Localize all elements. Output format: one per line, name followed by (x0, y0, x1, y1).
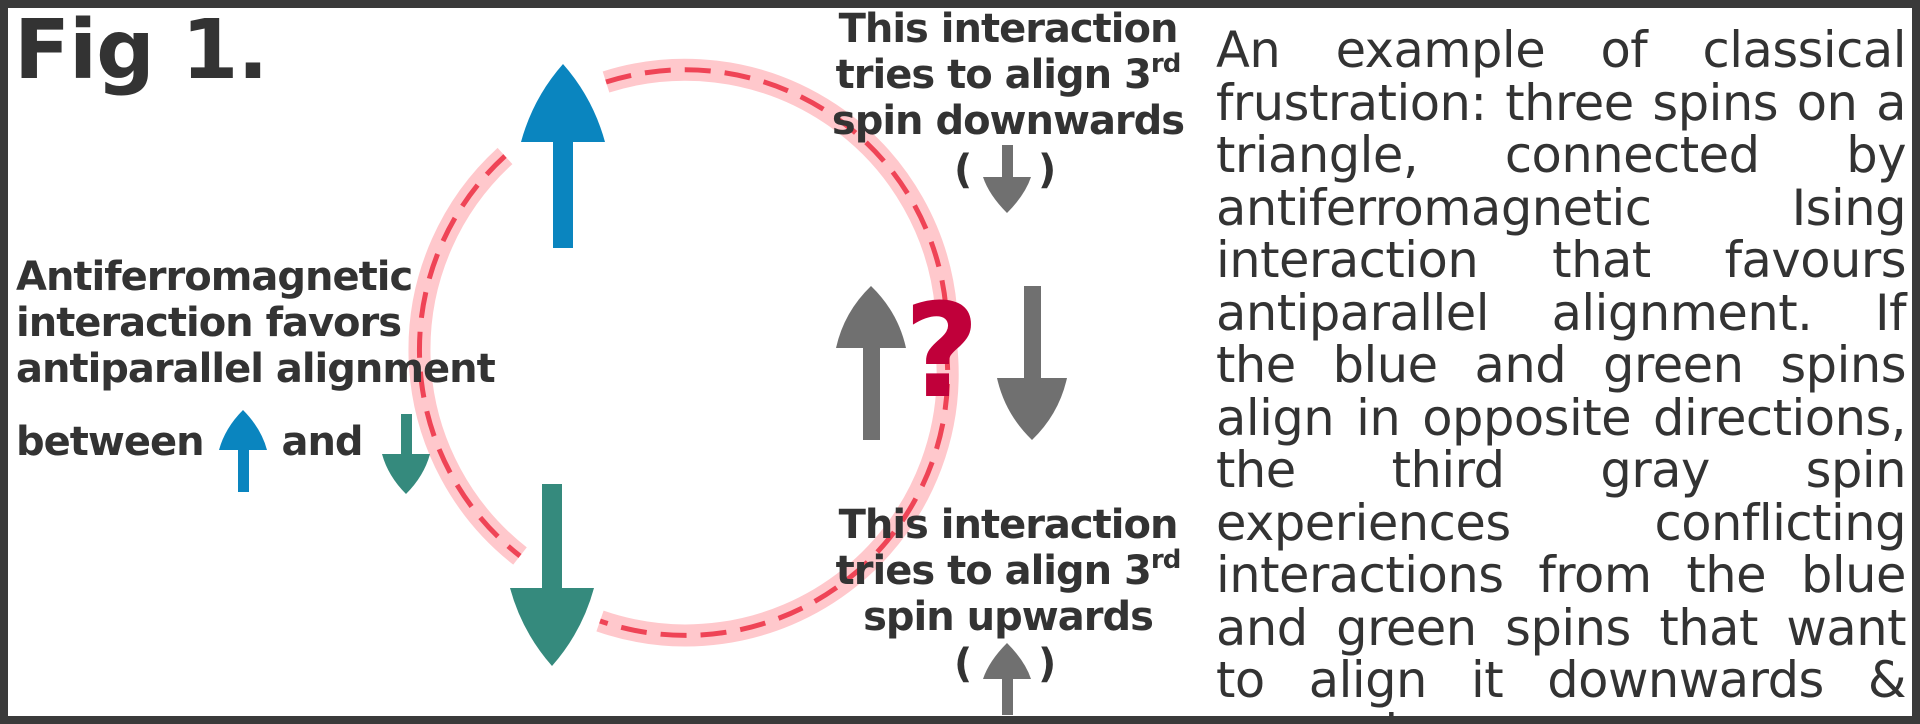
label-text: tries to align 3 (835, 548, 1152, 594)
label-line: tries to align 3rd (808, 545, 1208, 594)
gray-up-arrow-icon (983, 643, 1031, 715)
question-mark: ? (904, 275, 980, 427)
label-line: antiparallel alignment (16, 346, 496, 392)
upward-interaction-label: This interaction tries to align 3rd spin… (808, 502, 1208, 640)
label-line: interaction favors (16, 300, 402, 346)
label-word-between: between (16, 419, 205, 465)
label-line: tries to align 3rd (808, 49, 1208, 98)
ring-dashes-lower (599, 343, 951, 638)
label-line: Antiferromagnetic (16, 254, 413, 300)
gray-spin-down-arrow-icon (997, 286, 1067, 440)
close-paren: ) (1038, 147, 1057, 193)
downward-arrow-parenthetical: ( ) (938, 145, 1078, 213)
blue-spin-up-arrow-icon (521, 64, 605, 248)
figure-frame: ? Fig 1. Antiferromagnetic interaction f… (8, 8, 1912, 716)
label-text: tries to align 3 (835, 52, 1152, 98)
downward-interaction-label: This interaction tries to align 3rd spin… (808, 8, 1208, 144)
label-line: spin downwards (831, 98, 1185, 144)
gray-spin-up-arrow-icon (836, 286, 906, 440)
ring-arc-upper (602, 58, 957, 310)
green-down-arrow-icon (381, 414, 430, 494)
label-line: between and (16, 392, 576, 496)
gray-down-arrow-icon (983, 145, 1031, 213)
frustration-diagram (408, 58, 1067, 666)
figure-description: An example of classical frustration: thr… (1216, 21, 1907, 716)
label-line: spin upwards (863, 594, 1154, 640)
antiferromagnetic-label: Antiferromagnetic interaction favors ant… (16, 254, 576, 496)
open-paren: ( (954, 641, 973, 687)
label-word-and: and (281, 419, 363, 465)
upward-arrow-parenthetical: ( ) (938, 641, 1078, 715)
label-line: This interaction (838, 8, 1179, 52)
close-paren: ) (1038, 641, 1057, 687)
ordinal-suffix: rd (1150, 545, 1181, 575)
ring-arc-left (408, 147, 527, 565)
green-spin-down-arrow-icon (510, 484, 594, 666)
label-line: This interaction (838, 502, 1179, 548)
blue-up-arrow-icon (218, 410, 267, 492)
ordinal-suffix: rd (1150, 49, 1181, 79)
figure-title: Fig 1. (14, 8, 269, 98)
interaction-ring (408, 58, 959, 647)
open-paren: ( (954, 147, 973, 193)
